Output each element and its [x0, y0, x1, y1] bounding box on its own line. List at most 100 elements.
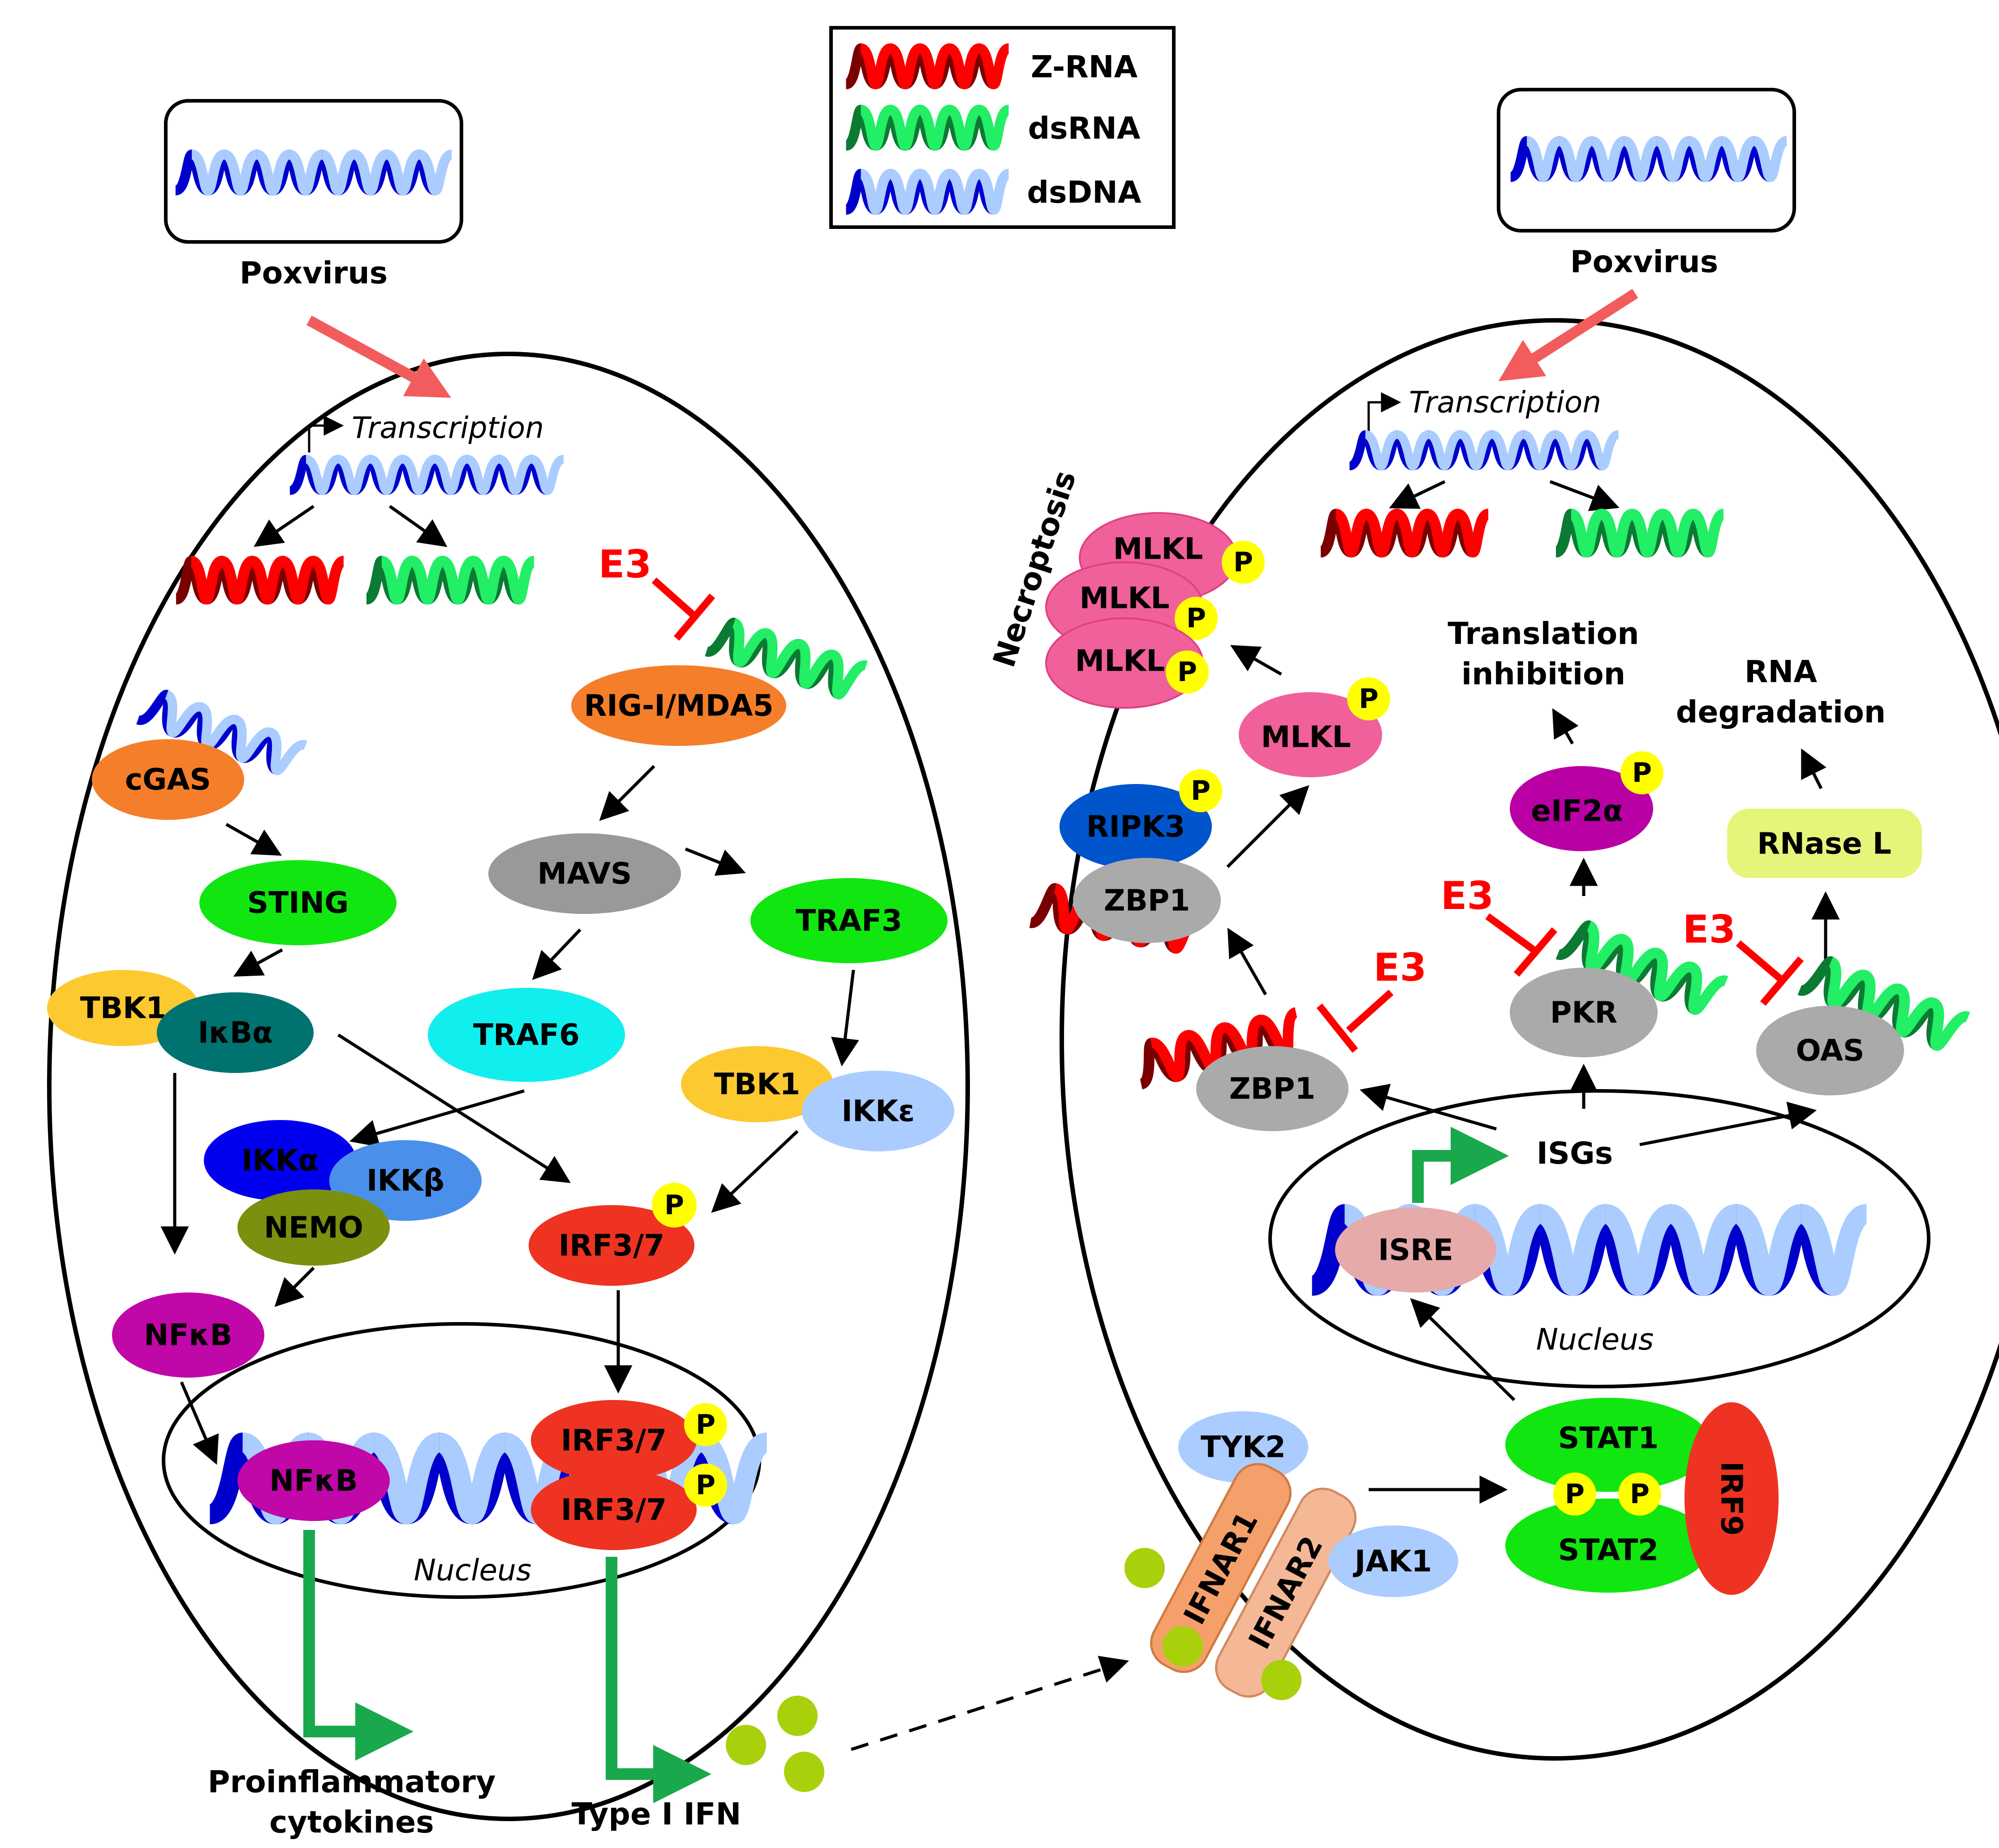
right-genome-dsdna — [1348, 430, 1620, 470]
svg-text:P: P — [1359, 683, 1379, 715]
svg-text:P: P — [1191, 775, 1211, 806]
sting-node — [199, 860, 396, 945]
irf37-label: IRF3/7 — [559, 1228, 664, 1263]
svg-text:P: P — [1630, 1478, 1650, 1510]
svg-text:RNase L: RNase L — [1757, 827, 1891, 861]
eif2a-phospho — [1620, 751, 1663, 794]
svg-text:ISRE: ISRE — [1378, 1233, 1453, 1267]
right-virus-label: Poxvirus — [1570, 245, 1718, 280]
svg-text:P: P — [1565, 1478, 1585, 1510]
mlkl-phospho-3 — [1166, 650, 1209, 694]
svg-text:STAT2: STAT2 — [1558, 1533, 1659, 1568]
right-nucleus — [1268, 1089, 1930, 1388]
translation-label-2: inhibition — [1461, 657, 1625, 692]
cgas-node — [92, 739, 244, 820]
stat2-phospho — [1618, 1473, 1661, 1516]
right-transcription-label: Transcription — [1409, 385, 1601, 420]
traf6-label: TRAF6 — [473, 1018, 580, 1052]
eif2a-node — [1510, 766, 1653, 851]
svg-text:IRF9: IRF9 — [1715, 1461, 1749, 1536]
svg-text:TYK2: TYK2 — [1201, 1430, 1286, 1465]
nfkb-nucleus-label: NFκB — [269, 1464, 358, 1498]
stat2-node — [1505, 1499, 1711, 1593]
mavs-label: MAVS — [538, 857, 632, 891]
svg-text:P: P — [664, 1189, 684, 1221]
rna-degradation-label-1: RNA — [1745, 655, 1817, 690]
cytokines-label-1: Proinflammatory — [208, 1765, 496, 1800]
irf37-nucleus-phospho-b — [684, 1464, 727, 1507]
left-entry-arrow — [306, 315, 452, 398]
right-cell: Poxvirus Transcription Necroptosis MLKL … — [987, 88, 1999, 1761]
right-nucleus-label: Nucleus — [1536, 1322, 1654, 1357]
svg-text:P: P — [696, 1469, 715, 1501]
z-rna-legend-helix — [844, 43, 1010, 90]
e3-label-oas: E3 — [1683, 907, 1736, 952]
left-nucleus-label: Nucleus — [414, 1553, 532, 1588]
ikba-label: IκBα — [198, 1016, 272, 1050]
svg-text:OAS: OAS — [1796, 1034, 1865, 1068]
rnase-l-node — [1727, 809, 1922, 878]
stat1-node — [1505, 1398, 1711, 1492]
nemo-node — [237, 1189, 390, 1266]
left-rig-dsrna — [705, 618, 868, 699]
svg-text:P: P — [1177, 656, 1197, 688]
ifn-particle — [1124, 1548, 1165, 1588]
legend: Z-RNA dsRNA dsDNA — [829, 26, 1176, 229]
svg-text:RIPK3: RIPK3 — [1086, 810, 1185, 844]
svg-text:P: P — [1186, 603, 1206, 634]
svg-text:JAK1: JAK1 — [1353, 1544, 1432, 1579]
nfkb-label: NFκB — [144, 1318, 233, 1353]
right-cell-membrane — [1060, 318, 1999, 1761]
mlkl-phospho-1 — [1222, 541, 1265, 584]
svg-text:eIF2α: eIF2α — [1531, 794, 1623, 828]
svg-text:MLKL: MLKL — [1075, 644, 1165, 678]
svg-text:P: P — [696, 1409, 715, 1440]
ikke-node — [802, 1071, 954, 1151]
rig-i-mda5-node — [571, 665, 786, 746]
rig-i-mda5-label: RIG-I/MDA5 — [584, 689, 773, 723]
ikkb-label: IKKβ — [366, 1163, 444, 1198]
e3-label-zbp1: E3 — [1374, 945, 1427, 990]
legend-label-dsrna: dsRNA — [1028, 111, 1140, 146]
left-genome-dsdna — [289, 455, 565, 495]
irf9-node — [1685, 1402, 1779, 1595]
traf3-label: TRAF3 — [796, 904, 902, 938]
sting-label: STING — [247, 886, 349, 920]
left-z-rna — [174, 556, 345, 605]
right-virus-dsdna — [1509, 136, 1788, 182]
nemo-label: NEMO — [264, 1210, 363, 1245]
left-transcription-label: Transcription — [352, 411, 544, 445]
irf37-nucleus-node-b — [531, 1469, 697, 1550]
traf6-node — [428, 988, 625, 1082]
stat1-phospho — [1553, 1473, 1596, 1516]
svg-text:STAT1: STAT1 — [1558, 1421, 1659, 1456]
dsrna-legend-helix — [844, 104, 1010, 151]
legend-label-dsdna: dsDNA — [1027, 175, 1142, 211]
oas-node — [1756, 1006, 1904, 1095]
type-i-ifn-label: Type I IFN — [572, 1797, 741, 1832]
irf37-nucleus-phospho-a — [684, 1403, 727, 1446]
ifn-particle — [784, 1752, 824, 1792]
right-z-rna — [1319, 508, 1490, 558]
svg-text:MLKL: MLKL — [1113, 532, 1203, 566]
traf3-node — [750, 878, 948, 963]
cytokines-label-2: cytokines — [269, 1805, 434, 1840]
mavs-node — [488, 833, 681, 914]
isre-node — [1335, 1207, 1496, 1292]
ifn-particle — [1163, 1626, 1203, 1667]
cgas-label: cGAS — [125, 762, 211, 797]
right-entry-arrow — [1498, 289, 1638, 381]
ikka-label: IKKα — [241, 1143, 319, 1178]
tbk1-node-b — [681, 1046, 833, 1122]
svg-text:MLKL: MLKL — [1080, 581, 1170, 616]
isgs-label: ISGs — [1537, 1136, 1613, 1172]
left-e3-label: E3 — [599, 542, 652, 587]
zbp1-node-a — [1073, 858, 1221, 943]
ifn-particle — [777, 1696, 818, 1736]
left-virus-label: Poxvirus — [240, 256, 388, 291]
nfkb-nucleus-node — [237, 1440, 390, 1521]
mlkl-node-4 — [1239, 692, 1382, 777]
left-dsrna — [365, 556, 536, 605]
e3-label-pkr: E3 — [1441, 874, 1494, 918]
